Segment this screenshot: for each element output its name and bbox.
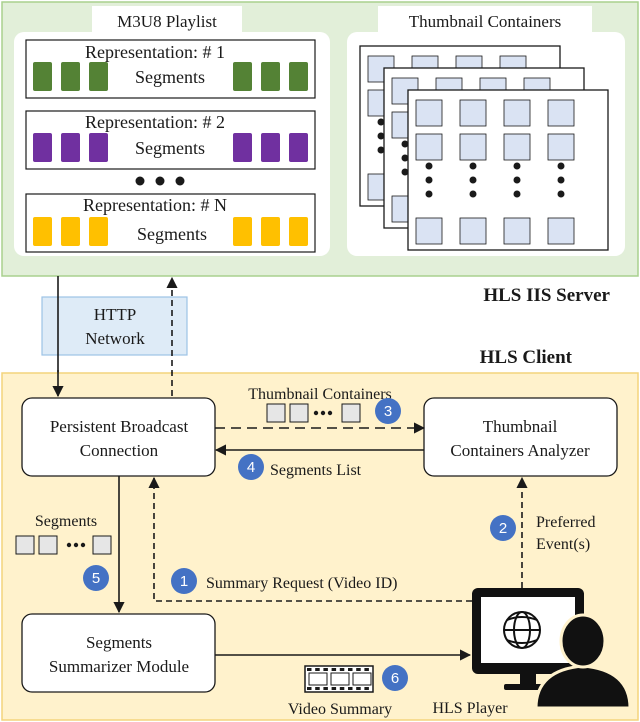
svg-text:4: 4 (247, 459, 255, 476)
thumbnail-strip (266, 403, 361, 423)
server-label: HLS IIS Server (483, 285, 610, 306)
ssm-label: Segments (86, 633, 152, 652)
tca-label: Thumbnail (483, 417, 558, 436)
thumbnails-title-bg (378, 6, 592, 34)
playlist-title-bg (92, 6, 242, 34)
step-badge: 2 (490, 515, 516, 541)
user-icon (534, 613, 632, 710)
tca-label: Containers Analyzer (450, 441, 590, 460)
step-badge: 6 (382, 665, 408, 691)
segment-blocks (33, 62, 308, 91)
representation-title: Representation: # 2 (85, 112, 225, 132)
pbc-label: Persistent Broadcast (50, 417, 189, 436)
step-badge: 3 (375, 398, 401, 424)
playlist-title: M3U8 Playlist (117, 12, 217, 31)
segments-label: Segments (137, 224, 207, 244)
step-badge: 1 (171, 568, 197, 594)
tca-box (423, 397, 618, 477)
svg-text:6: 6 (391, 670, 399, 687)
ellipsis-dots (135, 176, 185, 186)
summary-request-arrow (148, 476, 472, 602)
network-label: HTTP (94, 305, 137, 324)
video-summary-flow-label: Video Summary (288, 701, 392, 718)
step-badge: 4 (238, 454, 264, 480)
preferred-events-flow-label: Preferred (536, 514, 596, 531)
thumbnail-containers-flow-label: Thumbnail Containers (248, 386, 392, 403)
player-label: HLS Player (432, 700, 508, 717)
pbc-box (21, 397, 216, 477)
ssm-box (21, 613, 216, 693)
preferred-events-flow-label: Event(s) (536, 536, 590, 553)
client-label: HLS Client (480, 347, 573, 368)
globe-icon (503, 611, 541, 649)
step-badge: 5 (83, 565, 109, 591)
ssm-label: Summarizer Module (49, 657, 189, 676)
svg-text:1: 1 (180, 573, 188, 590)
segment-blocks (33, 217, 308, 246)
segments-label: Segments (135, 138, 205, 158)
segments-label: Segments (135, 67, 205, 87)
segment-strip (15, 535, 112, 555)
representation-title: Representation: # N (83, 195, 227, 215)
pbc-label: Connection (80, 441, 159, 460)
thumbnails-title: Thumbnail Containers (409, 12, 562, 31)
segments-flow-label: Segments (35, 513, 97, 530)
network-label: Network (85, 329, 145, 348)
network-box (41, 296, 188, 356)
segments-list-flow-label: Segments List (270, 462, 362, 479)
segment-blocks (33, 133, 308, 162)
film-strip-icon (304, 665, 374, 693)
svg-text:3: 3 (384, 403, 392, 420)
svg-text:5: 5 (92, 570, 100, 587)
representation-title: Representation: # 1 (85, 42, 225, 62)
summary-request-flow-label: Summary Request (Video ID) (206, 575, 397, 592)
svg-text:2: 2 (499, 520, 507, 537)
thumbnail-stack (359, 45, 609, 251)
